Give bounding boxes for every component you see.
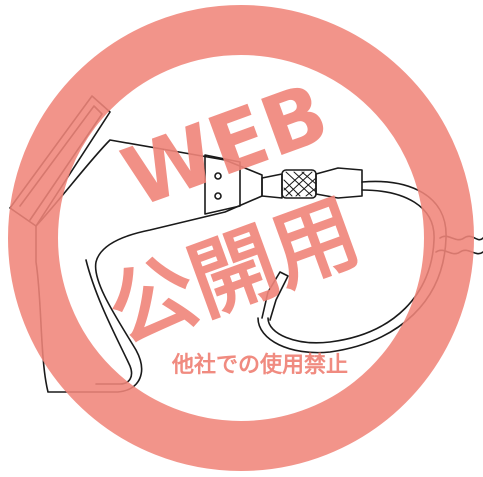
braided-cord-texture [283, 171, 317, 197]
watermark-ring [8, 5, 474, 471]
watermark-caption: 他社での使用禁止 [171, 352, 348, 378]
appliance-screw-bottom [214, 192, 222, 200]
appliance-body [35, 139, 263, 393]
cord-connector [261, 173, 283, 199]
watermark: WEB 公開用 他社での使用禁止 [8, 5, 474, 471]
cable-end [261, 271, 289, 321]
plug-housing [315, 167, 363, 199]
appliance-collar [204, 154, 241, 215]
power-cable-inner [267, 189, 435, 344]
appliance-screw-top [214, 172, 222, 180]
